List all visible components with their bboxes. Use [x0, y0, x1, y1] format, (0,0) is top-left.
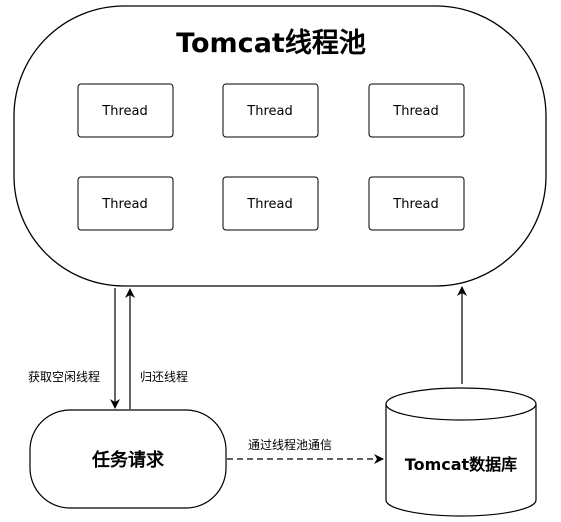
database-node: Tomcat数据库 — [385, 387, 537, 517]
thread-label: Thread — [246, 104, 292, 119]
thread-label: Thread — [392, 104, 438, 119]
return-thread-label: 归还线程 — [140, 369, 188, 384]
database-cylinder-body — [385, 404, 537, 517]
thread-box: Thread — [77, 176, 174, 231]
database-label: Tomcat数据库 — [405, 455, 517, 474]
acquire-thread-edge: 获取空闲线程 — [28, 288, 120, 409]
thread-label: Thread — [246, 197, 292, 212]
thread-box: Thread — [368, 176, 465, 231]
task-request-label: 任务请求 — [91, 449, 165, 471]
thread-box: Thread — [77, 83, 174, 138]
pool-communication-edge: 通过线程池通信 — [227, 437, 384, 464]
acquire-thread-label: 获取空闲线程 — [28, 369, 100, 384]
thread-pool-title: Tomcat线程池 — [176, 28, 366, 59]
task-request-node: 任务请求 — [29, 409, 227, 509]
return-thread-edge: 归还线程 — [125, 288, 188, 409]
thread-label: Thread — [392, 197, 438, 212]
thread-box: Thread — [222, 83, 319, 138]
thread-box: Thread — [222, 176, 319, 231]
thread-label: Thread — [101, 104, 147, 119]
thread-label: Thread — [101, 197, 147, 212]
database-cylinder-top — [385, 387, 537, 421]
thread-box: Thread — [368, 83, 465, 138]
pool-communication-label: 通过线程池通信 — [248, 437, 332, 452]
thread-pool-container: Tomcat线程池 — [13, 5, 547, 287]
